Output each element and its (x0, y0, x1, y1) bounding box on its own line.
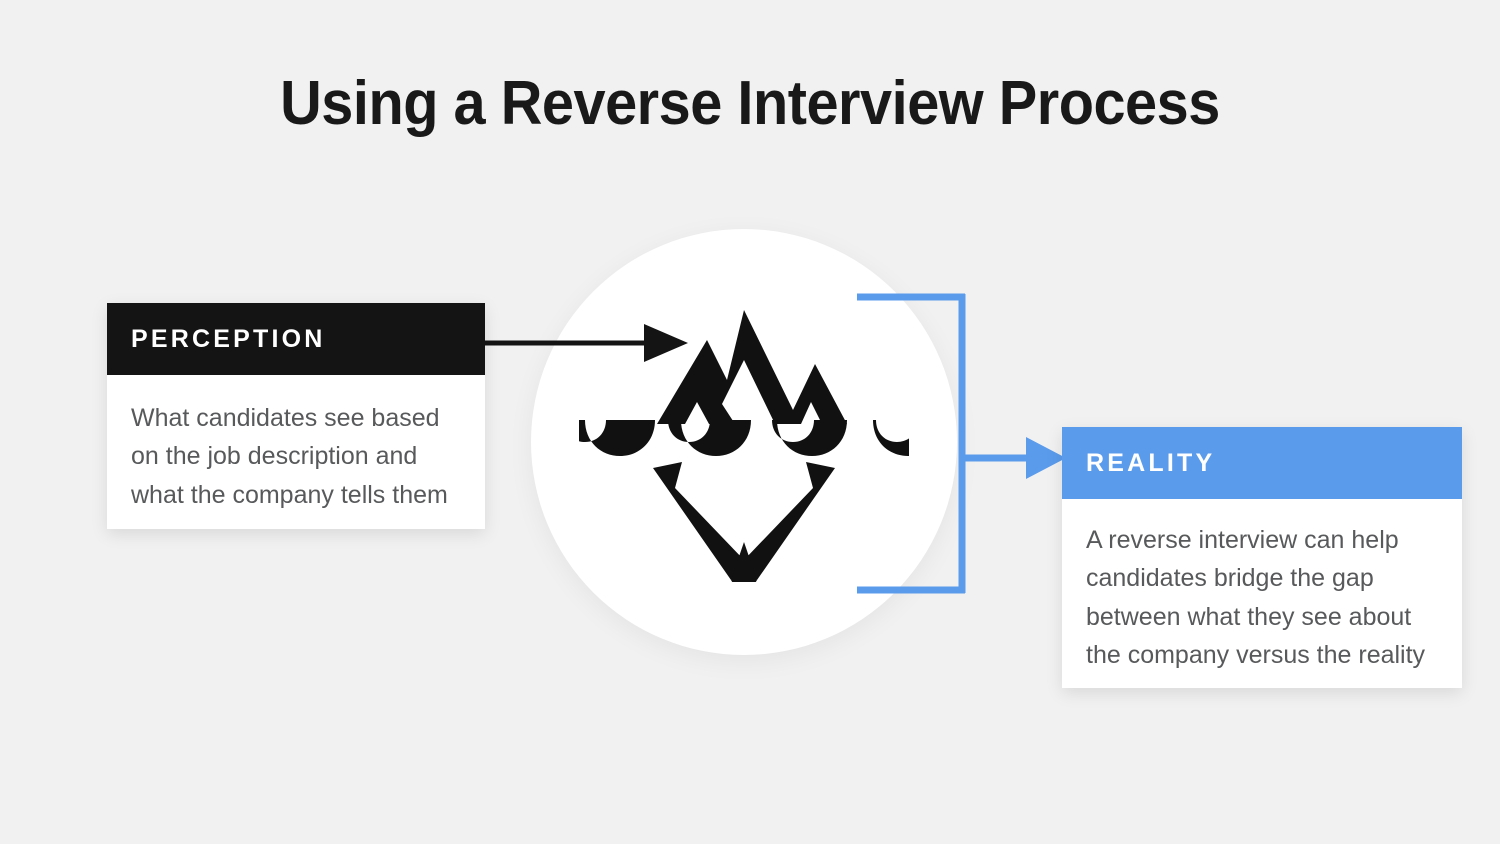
iceberg-icon (579, 310, 909, 582)
page-title: Using a Reverse Interview Process (280, 68, 1220, 138)
card-perception-body: What candidates see based on the job des… (131, 404, 448, 509)
card-perception[interactable]: PERCEPTION What candidates see based on … (107, 303, 485, 529)
card-perception-header: PERCEPTION (107, 303, 485, 375)
center-graphic (531, 229, 957, 655)
card-reality[interactable]: REALITY A reverse interview can help can… (1062, 427, 1462, 688)
card-reality-header: REALITY (1062, 427, 1462, 499)
card-reality-body: A reverse interview can help candidates … (1086, 526, 1426, 669)
